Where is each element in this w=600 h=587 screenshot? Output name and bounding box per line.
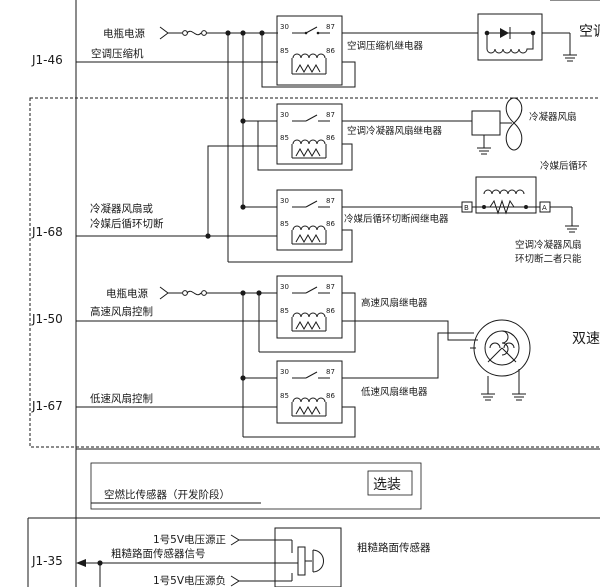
condenser-fan-circuit: 30 87 85 86 空调冷凝器风扇继电器 冷凝器风扇 [207,97,577,236]
condenser-fan-relay-label: 空调冷凝器风扇继电器 [347,125,443,137]
high-speed-fan-control-label: 高速风扇控制 [90,305,153,318]
dashed-group-border [29,97,600,448]
connector-j1-68: J1-68 [31,225,63,239]
connector-j1-46: J1-46 [31,53,63,67]
low-speed-fan-circuit: 低速风扇控制 30 87 85 86 低速风扇继电器 [76,332,474,438]
note-label-1: 空调冷凝器风扇 [515,239,582,251]
ac-compressor-circuit: 电瓶电源 空调压缩机 30 87 85 86 空调压缩机继电器 [76,13,600,262]
svg-text:87: 87 [326,197,335,205]
svg-text:30: 30 [280,23,289,31]
dual-speed-fan-motor: 双速 [470,319,600,401]
svg-text:86: 86 [326,47,335,55]
svg-text:85: 85 [280,307,289,315]
refrigerant-label-right: 冷媒后循环 [540,160,588,172]
rough-road-sensor-label: 粗糙路面传感器 [357,541,431,554]
refrigerant-valve-circuit: 冷凝器风扇或 冷媒后循环切断 30 87 85 86 冷媒后循环切断阀继电器 冷… [76,160,588,265]
svg-text:87: 87 [326,23,335,31]
svg-text:87: 87 [326,368,335,376]
svg-text:B: B [464,204,469,212]
ac-compressor-relay-label: 空调压缩机继电器 [347,40,424,52]
svg-text:A: A [542,204,547,212]
connector-j1-35: J1-35 [31,554,63,568]
svg-text:30: 30 [280,197,289,205]
svg-text:87: 87 [326,111,335,119]
svg-text:86: 86 [326,134,335,142]
fan-or-cutoff-label-1: 冷凝器风扇或 [90,202,153,215]
high-speed-fan-circuit: 电瓶电源 高速风扇控制 30 87 85 86 高速风扇继电器 [76,275,478,437]
fan-icon [505,97,523,151]
condenser-fan-label: 冷凝器风扇 [529,111,577,123]
v5-positive-label: 1号5V电压源正 [153,533,226,546]
svg-text:87: 87 [326,283,335,291]
rough-road-sensor-circuit: 1号5V电压源正 粗糙路面传感器信号 1号5V电压源负 粗糙路面传感器 [76,527,431,587]
battery-power-label-1: 电瓶电源 [103,27,145,40]
battery-power-label-2: 电瓶电源 [106,287,148,300]
svg-text:30: 30 [280,368,289,376]
diagram-frame [27,0,600,587]
rough-road-signal-label: 粗糙路面传感器信号 [111,547,206,560]
v5-negative-label: 1号5V电压源负 [153,574,226,587]
fan-or-cutoff-label-2: 冷媒后循环切断 [90,217,164,230]
low-speed-fan-relay-label: 低速风扇继电器 [361,386,428,398]
svg-text:86: 86 [326,307,335,315]
ac-label-right: 空调 [579,24,600,40]
connector-j1-50: J1-50 [31,312,63,326]
afr-sensor-label: 空燃比传感器（开发阶段） [104,488,230,501]
svg-text:86: 86 [326,220,335,228]
svg-text:85: 85 [280,220,289,228]
sensor-icon [312,549,324,573]
svg-text:85: 85 [280,47,289,55]
optional-section: 选装 空燃比传感器（开发阶段） [90,462,422,510]
note-label-2: 环切断二者只能 [515,253,582,265]
connector-j1-67: J1-67 [31,399,63,413]
optional-label: 选装 [373,477,401,493]
refrigerant-valve-relay-label: 冷媒后循环切断阀继电器 [344,213,449,225]
dual-speed-label: 双速 [572,331,600,347]
svg-text:30: 30 [280,283,289,291]
low-speed-fan-control-label: 低速风扇控制 [90,392,153,405]
svg-text:85: 85 [280,134,289,142]
svg-text:86: 86 [326,392,335,400]
svg-text:85: 85 [280,392,289,400]
high-speed-fan-relay-label: 高速风扇继电器 [361,297,428,309]
svg-text:30: 30 [280,111,289,119]
ac-compressor-label: 空调压缩机 [91,47,144,60]
